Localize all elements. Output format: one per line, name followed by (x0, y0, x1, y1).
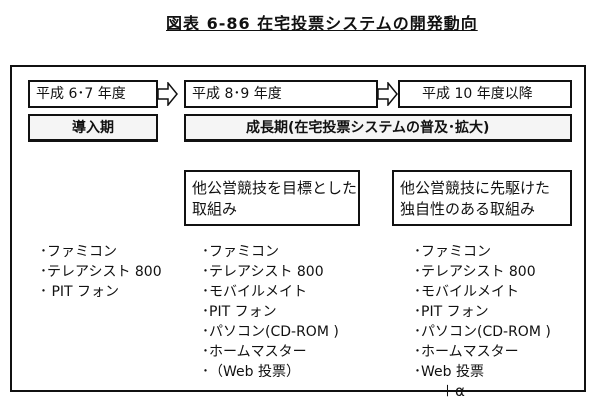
period-box-h8-9: 平成 8･9 年度 (184, 80, 378, 108)
arrow-right-icon (378, 82, 398, 106)
strategy-box-target: 他公営競技を目標とした 取組み (184, 170, 360, 226)
diagram-title: 図表 6-86 在宅投票システムの開発動向 (166, 14, 478, 33)
terminal-list-h10: ･ファミコン ･テレアシスト 800 ･モバイルメイト ･PIT フォン ･パソ… (414, 242, 551, 382)
period-box-h6-7: 平成 6･7 年度 (28, 80, 158, 108)
list-item: ･（Web 投票） (202, 364, 300, 380)
plus-alpha-note: ＋α (440, 382, 465, 400)
list-item: ･モバイルメイト (202, 284, 307, 300)
list-item: ･パソコン(CD-ROM ) (414, 324, 551, 340)
strategy-line: 他公営競技を目標とした (192, 179, 358, 197)
list-item: ･ホームマスター (414, 344, 519, 360)
strategy-box-pioneer: 他公営競技に先駆けた 独自性のある取組み (392, 170, 572, 226)
strategy-line: 取組み (192, 200, 238, 218)
list-item: ･テレアシスト 800 (414, 264, 536, 280)
strategy-line: 独自性のある取組み (400, 200, 536, 218)
list-item: ･ファミコン (202, 244, 279, 260)
list-item: ･Web 投票 (414, 364, 484, 380)
list-item: ･モバイルメイト (414, 284, 519, 300)
list-item: ･ホームマスター (202, 344, 307, 360)
diagram-frame (10, 65, 586, 392)
list-item: ･パソコン(CD-ROM ) (202, 324, 339, 340)
list-item: ･PIT フォン (414, 304, 489, 320)
terminal-list-h8-9: ･ファミコン ･テレアシスト 800 ･モバイルメイト ･PIT フォン ･パソ… (202, 242, 339, 382)
arrow-right-icon (158, 82, 178, 106)
list-item: ･ PIT フォン (40, 284, 120, 300)
list-item: ･ファミコン (414, 244, 491, 260)
stage-bar-introduction: 導入期 (28, 114, 158, 142)
list-item: ･ファミコン (40, 244, 117, 260)
list-item: ･PIT フォン (202, 304, 277, 320)
list-item: ･テレアシスト 800 (202, 264, 324, 280)
list-item: ･テレアシスト 800 (40, 264, 162, 280)
terminal-list-h6-7: ･ファミコン ･テレアシスト 800 ･ PIT フォン (40, 242, 162, 302)
period-box-h10: 平成 10 年度以降 (398, 80, 572, 108)
strategy-line: 他公営競技に先駆けた (400, 179, 551, 197)
stage-bar-growth: 成長期(在宅投票システムの普及･拡大) (184, 114, 572, 142)
